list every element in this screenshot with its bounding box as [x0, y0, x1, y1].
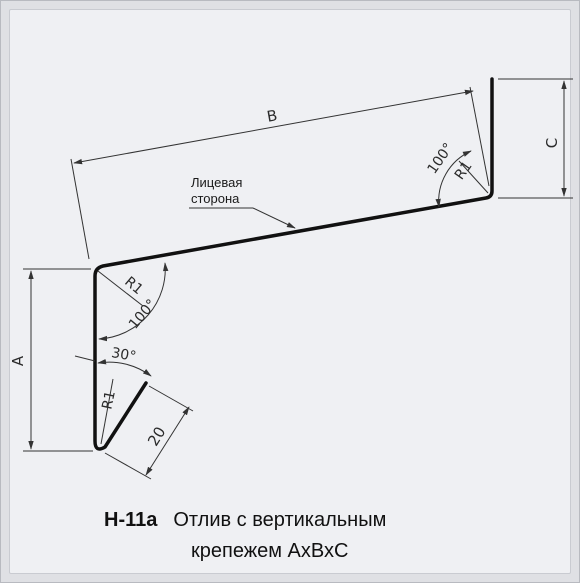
radius-leader-bottom [100, 378, 114, 445]
angle-100-right-label: 100° [424, 140, 456, 177]
face-side-line2: сторона [191, 191, 240, 206]
radius-left-label: R1 [121, 274, 146, 298]
angle-30-label: 30° [110, 345, 137, 365]
caption-title: Отлив с вертикальным [173, 509, 387, 531]
face-side-line1: Лицевая [191, 175, 242, 190]
dimension-b [70, 86, 490, 260]
product-code: Н-11а [104, 509, 158, 531]
radius-bottom-label: R1 [99, 389, 119, 411]
dim-b-label: B [265, 106, 278, 126]
angle-arc-right [435, 150, 472, 208]
dim-20-label: 20 [144, 423, 169, 449]
dim-c-label: C [543, 138, 561, 148]
dimension-20 [104, 385, 194, 480]
angle-arc-30 [97, 359, 152, 377]
dimension-c [498, 78, 573, 199]
angle-30-guide [74, 355, 96, 362]
dim-a-label: A [9, 355, 27, 366]
face-side-leader [252, 207, 296, 229]
dimension-a [23, 268, 93, 452]
radius-leader-right [458, 160, 489, 194]
radius-leader-left [97, 270, 144, 307]
caption-line1: Н-11а Отлив с вертикальным [104, 509, 386, 532]
profile-line [93, 77, 494, 451]
caption-line2: крепежем АхВхС [191, 540, 349, 562]
angle-arc-left [98, 262, 169, 342]
angle-100-left-label: 100° [126, 296, 160, 332]
